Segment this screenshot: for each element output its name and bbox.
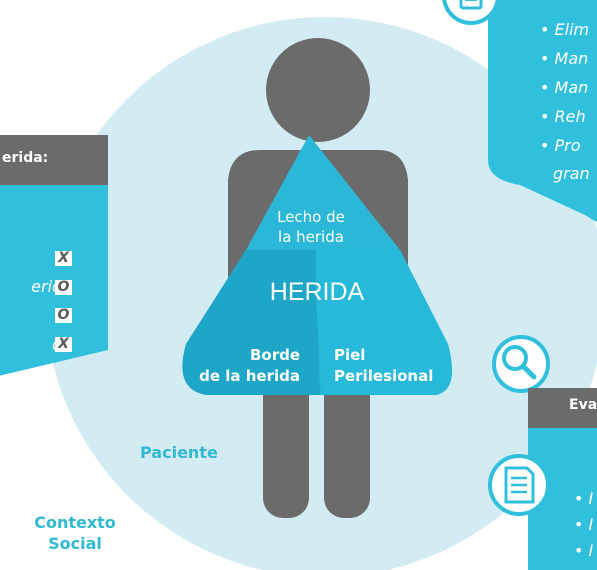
left-panel-header: erida: xyxy=(2,150,49,166)
top-right-item-2: • Man xyxy=(540,49,589,68)
wound-bed-line1: Lecho de xyxy=(277,208,345,226)
wound-triangle xyxy=(182,135,453,395)
bottom-right-item-1: • I xyxy=(574,489,594,508)
context-line2: Social xyxy=(48,534,102,553)
wound-edge-line1: Borde xyxy=(249,346,300,364)
left-panel-row-1-mark: X xyxy=(55,251,72,266)
top-right-item-6: gran xyxy=(553,164,590,183)
search-icon xyxy=(492,335,550,393)
bottom-right-header: Eva xyxy=(569,397,597,413)
top-right-item-1: • Elim xyxy=(540,20,590,39)
perilesional-line2: Perilesional xyxy=(334,367,434,385)
bottom-right-item-3: • I xyxy=(574,541,594,560)
top-right-item-5: • Pro xyxy=(540,136,581,155)
wound-edge-line2: de la herida xyxy=(199,367,300,385)
top-right-item-3: • Man xyxy=(540,78,589,97)
patient-label: Paciente xyxy=(140,443,218,462)
left-panel-row-3-mark: O xyxy=(55,308,72,323)
left-panel-row-4-mark: X xyxy=(55,337,72,352)
perilesional-skin-label: Piel Perilesional xyxy=(334,345,433,387)
wound-bed-label: Lecho de la herida xyxy=(266,207,356,247)
social-context-label: Contexto Social xyxy=(20,512,130,554)
context-line1: Contexto xyxy=(34,513,116,532)
wound-edge-label: Borde de la herida xyxy=(160,345,300,387)
left-panel-row-2-mark: O xyxy=(55,280,72,295)
perilesional-line1: Piel xyxy=(334,346,366,364)
bottom-right-item-2: • I xyxy=(574,515,594,534)
wound-bed-line2: la herida xyxy=(278,228,344,246)
top-right-panel xyxy=(442,0,597,223)
bottom-right-panel xyxy=(488,388,597,570)
top-right-item-4: • Reh xyxy=(540,107,586,126)
left-panel xyxy=(0,135,108,376)
wound-main-label: HERIDA xyxy=(269,278,365,306)
